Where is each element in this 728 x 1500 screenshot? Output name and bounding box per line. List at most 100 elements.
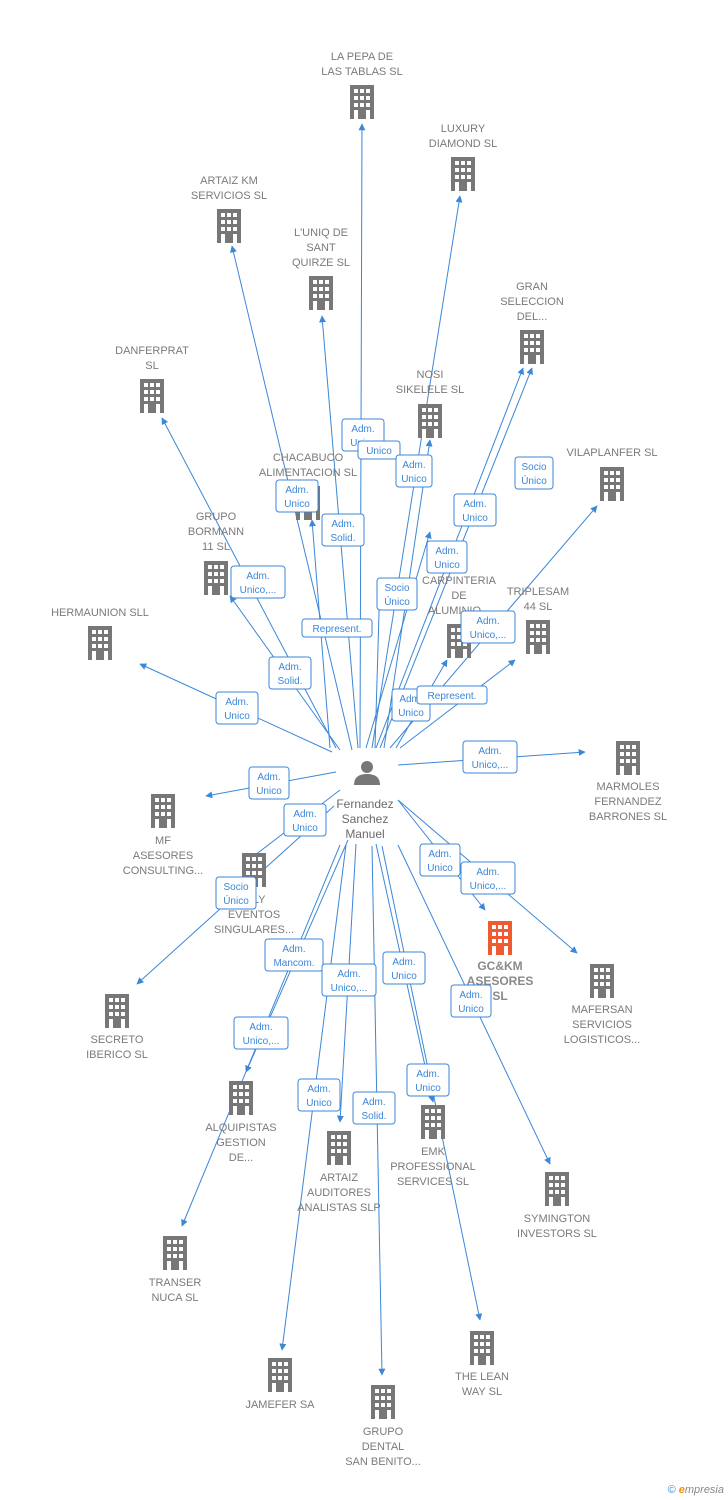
company-node-wly[interactable]: WLYEVENTOSSINGULARES...	[214, 853, 294, 936]
role-label-box	[419, 843, 461, 877]
role-label[interactable]: Adm.Unico	[248, 766, 290, 800]
company-name-line: DE	[451, 590, 466, 602]
company-name-line: EMK	[421, 1146, 446, 1158]
copyright-symbol: ©	[667, 1484, 676, 1496]
company-node-mf-asesores[interactable]: MFASESORESCONSULTING...	[123, 794, 203, 877]
role-label-text: Adm.	[416, 1069, 439, 1080]
role-label[interactable]: Adm.Unico	[426, 540, 468, 574]
role-label-text: Unico	[398, 708, 424, 719]
role-label[interactable]: Adm.Unico	[275, 479, 319, 513]
role-label[interactable]: Unico	[357, 440, 401, 460]
relation-edge	[365, 531, 432, 749]
role-label-text: Solid.	[361, 1111, 386, 1122]
company-name-line: DEL...	[517, 311, 548, 323]
role-label-text: Unico,...	[470, 881, 507, 892]
role-label[interactable]: Adm.Unico,...	[460, 610, 516, 644]
role-label-text: Adm.	[278, 662, 301, 673]
role-label[interactable]: Adm.Unico,...	[233, 1016, 289, 1050]
role-label-text: Unico,...	[472, 760, 509, 771]
role-label-box	[268, 656, 312, 690]
company-node-symington[interactable]: SYMINGTON INVESTORS SL	[517, 1172, 597, 1240]
company-name-line: INVESTORS SL	[517, 1228, 597, 1240]
role-label[interactable]: Adm.Solid.	[268, 656, 312, 690]
role-label[interactable]: Adm.Solid.	[321, 513, 365, 547]
role-label-text: Unico	[366, 446, 392, 457]
company-node-jamefer[interactable]: JAMEFER SA	[245, 1358, 315, 1411]
role-label-box	[230, 565, 286, 599]
role-label-box	[275, 479, 319, 513]
company-node-vilaplanfer[interactable]: VILAPLANFER SL	[566, 447, 658, 501]
company-name-line: THE LEAN	[455, 1371, 509, 1383]
role-label-text: Adm.	[362, 1097, 385, 1108]
role-label[interactable]: Adm.Unico	[406, 1063, 450, 1097]
role-label[interactable]: Adm. Solid.	[352, 1091, 396, 1125]
company-node-hermaunion[interactable]: HERMAUNION SLL	[51, 607, 149, 660]
person-name-line: Manuel	[345, 827, 384, 841]
role-label[interactable]: Adm.Unico	[419, 843, 461, 877]
company-name-line: HERMAUNION SLL	[51, 607, 149, 619]
role-label[interactable]: Adm.Unico	[395, 454, 433, 488]
role-label[interactable]: Adm.Unico	[382, 951, 426, 985]
company-name-line: MAFERSAN	[571, 1004, 632, 1016]
role-label-box	[215, 691, 259, 725]
role-label[interactable]: Adm.Unico	[297, 1078, 341, 1112]
company-name-line: FERNANDEZ	[594, 796, 662, 808]
company-name-line: CARPINTERIA	[422, 575, 497, 587]
company-name-line: DIAMOND SL	[429, 138, 497, 150]
role-label[interactable]: Adm.Unico	[450, 984, 492, 1018]
role-label-text: Único	[384, 595, 410, 608]
company-name-line: EVENTOS	[228, 909, 280, 921]
building-icon	[229, 1081, 253, 1115]
role-label[interactable]: Adm.Unico	[453, 493, 497, 527]
company-name-line: ASESORES	[133, 850, 194, 862]
company-name-line: 44 SL	[524, 601, 553, 613]
company-name-line: BARRONES SL	[589, 811, 667, 823]
role-label[interactable]: Adm.Unico,...	[321, 963, 377, 997]
role-label[interactable]: Adm.Unico,...	[460, 861, 516, 895]
company-name-line: ARTAIZ KM	[200, 175, 258, 187]
building-icon	[600, 467, 624, 501]
role-label[interactable]: Represent.	[416, 685, 488, 705]
role-label-box	[382, 951, 426, 985]
company-node-gran-seleccion[interactable]: GRANSELECCIONDEL...	[500, 281, 564, 364]
role-label-text: Unico	[224, 711, 250, 722]
role-label[interactable]: Adm.Unico,...	[462, 740, 518, 774]
footer-brand[interactable]: © empresia	[668, 1484, 724, 1496]
company-node-the-lean-way[interactable]: THE LEAN WAY SL	[455, 1331, 509, 1398]
building-icon	[88, 626, 112, 660]
role-label-text: Unico	[434, 560, 460, 571]
company-node-mafersan[interactable]: MAFERSANSERVICIOSLOGISTICOS...	[564, 964, 640, 1046]
role-label-box	[233, 1016, 289, 1050]
role-label[interactable]: Adm.Unico	[215, 691, 259, 725]
role-label[interactable]: Adm.Unico,...	[230, 565, 286, 599]
company-name-line: SYMINGTON	[524, 1213, 590, 1225]
role-label[interactable]: Represent.	[301, 618, 373, 638]
company-node-alquipistas[interactable]: ALQUIPISTASGESTIONDE...	[205, 1081, 277, 1164]
role-label-text: Adm.	[307, 1084, 330, 1095]
company-name-line: WAY SL	[462, 1386, 502, 1398]
building-icon	[545, 1172, 569, 1206]
role-label[interactable]: Adm.Mancom.	[264, 938, 324, 972]
role-label-text: Unico	[391, 971, 417, 982]
role-label[interactable]: Adm.Unico	[283, 803, 327, 837]
